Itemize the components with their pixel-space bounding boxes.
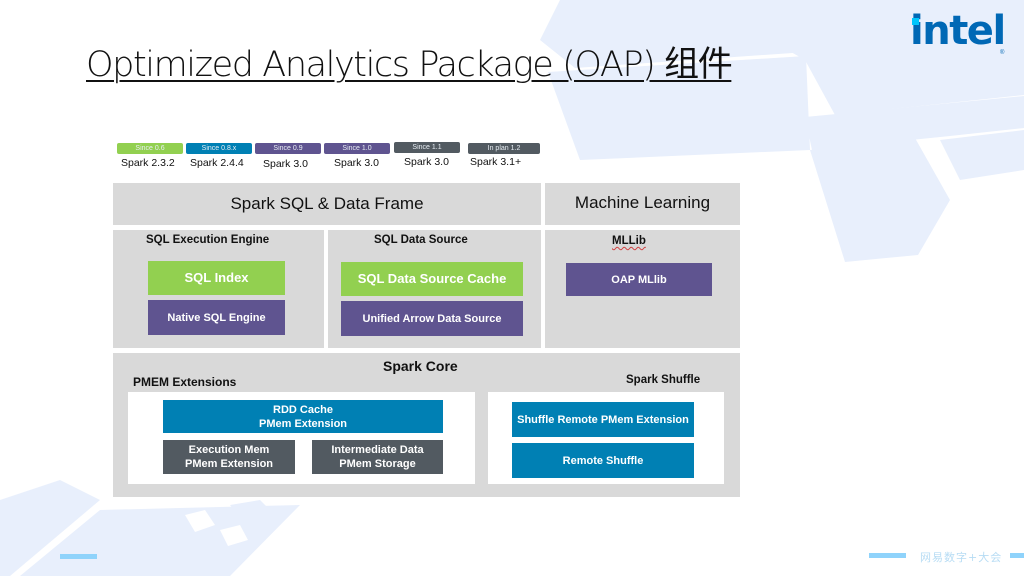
- native-sql-engine-block: Native SQL Engine: [148, 300, 285, 335]
- machine-learning-title: Machine Learning: [574, 193, 711, 212]
- remote-shuffle-block: Remote Shuffle: [512, 443, 694, 478]
- shuffle-remote-pmem-block: Shuffle Remote PMem Extension: [512, 402, 694, 437]
- sql-execution-engine-panel: SQL Execution Engine SQL Index Native SQ…: [113, 230, 324, 348]
- sql-execution-engine-title: SQL Execution Engine: [146, 234, 270, 246]
- footer-bar-right-b: [1010, 553, 1024, 558]
- unified-arrow-data-source-block: Unified Arrow Data Source: [341, 301, 523, 336]
- oap-mllib-block: OAP MLlib: [566, 263, 712, 296]
- spark-version: Spark 2.3.2: [121, 157, 175, 169]
- spark-shuffle-panel: Shuffle Remote PMem Extension Remote Shu…: [488, 392, 724, 484]
- rdd-cache-line2: PMem Extension: [258, 417, 348, 430]
- sql-index-block: SQL Index: [148, 261, 285, 295]
- spark-core-panel: Spark Core PMEM Extensions Spark Shuffle…: [113, 353, 740, 497]
- execution-mem-line1: Execution Mem: [188, 444, 270, 456]
- version-badge: Since 1.1: [394, 142, 460, 153]
- version-badge: Since 0.8.x: [186, 143, 252, 154]
- spark-version: Spark 3.1+: [470, 156, 522, 168]
- execution-mem-line2: PMem Extension: [184, 458, 274, 470]
- intel-logo-dot: [912, 18, 919, 25]
- footer-bar-left: [60, 554, 97, 559]
- registered-mark: ®: [1000, 50, 1005, 56]
- version-badge: Since 0.9: [255, 143, 321, 154]
- version-badge: Since 1.0: [324, 143, 390, 154]
- rdd-cache-line1: RDD Cache: [273, 403, 333, 416]
- spark-sql-header: Spark SQL & Data Frame: [113, 183, 541, 225]
- rdd-cache-pmem-block: RDD Cache PMem Extension: [163, 400, 443, 433]
- intel-logo-text: intel: [910, 8, 1006, 54]
- mllib-title-text: MLLib: [612, 235, 646, 247]
- sql-data-source-cache-block: SQL Data Source Cache: [341, 262, 523, 296]
- execution-mem-pmem-block: Execution Mem PMem Extension: [163, 440, 295, 474]
- intel-logo: intel ®: [910, 8, 1010, 58]
- spark-core-title: Spark Core: [383, 358, 458, 374]
- slide-title: Optimized Analytics Package (OAP) 组件: [86, 45, 733, 85]
- machine-learning-header: Machine Learning: [545, 183, 740, 225]
- version-badge: In plan 1.2: [468, 143, 540, 154]
- spark-sql-title: Spark SQL & Data Frame: [230, 194, 424, 213]
- version-badge: Since 0.6: [117, 143, 183, 154]
- intermediate-data-line2: PMem Storage: [339, 458, 416, 470]
- mllib-panel: MLLib OAP MLlib: [545, 230, 740, 348]
- pmem-extensions-title: PMEM Extensions: [133, 375, 237, 389]
- intermediate-data-line1: Intermediate Data: [331, 444, 424, 456]
- spark-version: Spark 3.0: [334, 157, 379, 169]
- intermediate-data-pmem-block: Intermediate Data PMem Storage: [312, 440, 443, 474]
- pmem-extensions-panel: RDD Cache PMem Extension Execution Mem P…: [128, 392, 475, 484]
- oap-mllib-label: OAP MLlib: [611, 273, 667, 286]
- spark-shuffle-title: Spark Shuffle: [626, 374, 701, 386]
- mllib-title: MLLib: [612, 235, 646, 247]
- spark-version: Spark 3.0: [263, 158, 308, 170]
- spark-version: Spark 3.0: [404, 156, 449, 168]
- sql-data-source-title: SQL Data Source: [374, 234, 468, 246]
- footer-text: 网易数字+大会: [920, 551, 1003, 564]
- footer-bar-right-a: [869, 553, 906, 558]
- spark-version: Spark 2.4.4: [190, 157, 244, 169]
- sql-data-source-panel: SQL Data Source SQL Data Source Cache Un…: [328, 230, 541, 348]
